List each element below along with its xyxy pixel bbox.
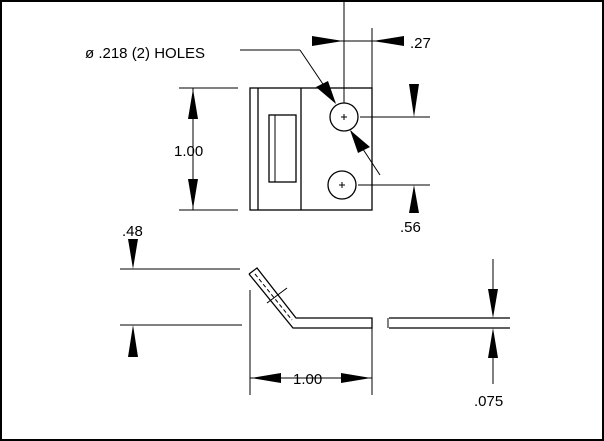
dimension-027 — [312, 2, 404, 103]
dimension-100-horizontal — [249, 290, 373, 395]
hole-callout-label: ø .218 (2) HOLES — [85, 45, 205, 62]
dimension-056 — [358, 84, 430, 213]
top-view — [249, 87, 373, 211]
hole-bottom — [327, 170, 357, 200]
bent-profile — [248, 267, 373, 329]
hole-callout-leader — [240, 49, 381, 176]
bend-mark — [266, 287, 288, 304]
dimension-0075 — [488, 259, 498, 384]
dim-100-vertical-label: 1.00 — [174, 143, 203, 160]
dimension-100-vertical — [179, 87, 238, 211]
bracket-outline — [249, 87, 373, 211]
slot — [268, 114, 297, 183]
dim-100-horizontal-label: 1.00 — [293, 371, 322, 388]
dim-0075-label: .075 — [474, 393, 503, 410]
side-view — [248, 267, 510, 329]
dim-056-label: .56 — [400, 219, 421, 236]
dim-027-label: .27 — [410, 35, 431, 52]
hidden-line — [254, 273, 293, 321]
dim-048-label: .48 — [122, 223, 143, 240]
dimension-048 — [120, 239, 242, 357]
